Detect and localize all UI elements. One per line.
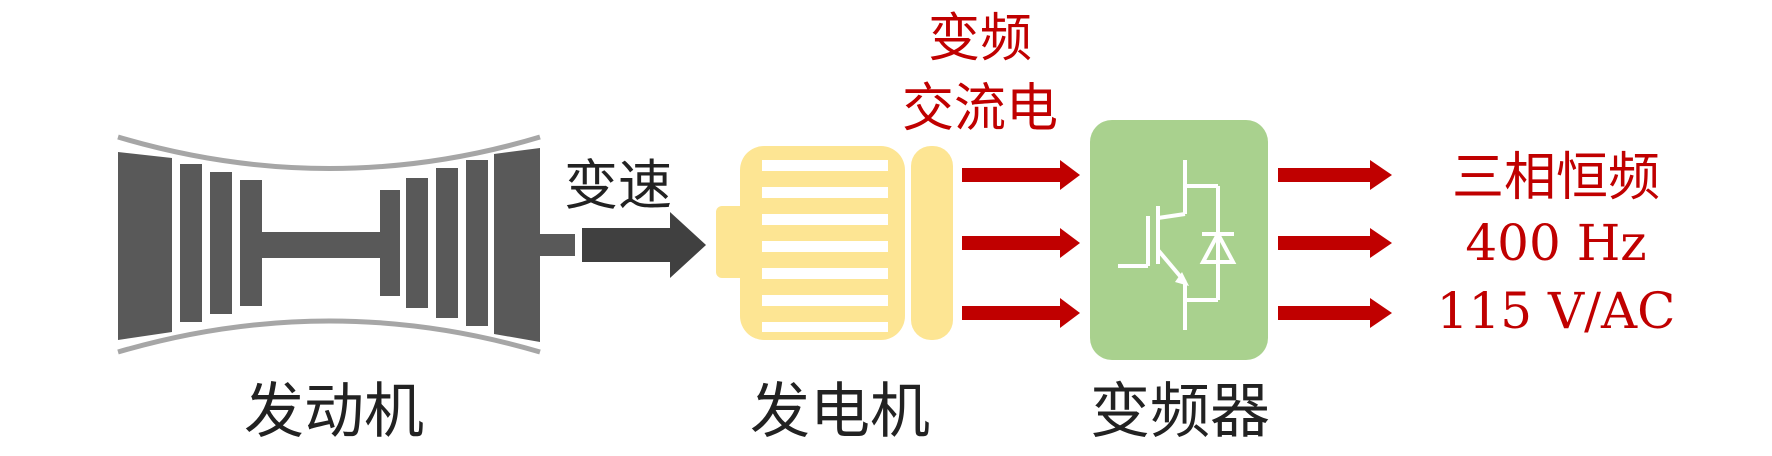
- turbine-engine-icon: [117, 134, 575, 355]
- igbt-transistor-icon: [1118, 160, 1237, 330]
- engine-casing-top: [117, 134, 541, 171]
- engine-blade: [210, 172, 232, 314]
- generator-flange: [716, 206, 746, 278]
- engine-casing-bottom: [117, 318, 541, 355]
- engine-blade: [436, 168, 458, 318]
- engine-label: 发动机: [244, 377, 424, 447]
- generator-endcap: [911, 146, 953, 340]
- red-arrow: [1278, 228, 1392, 258]
- engine-exhaust: [494, 148, 540, 342]
- vf-ac-label-line2: 交流电: [902, 79, 1058, 139]
- engine-blade: [466, 160, 488, 326]
- red-arrow: [1278, 160, 1392, 190]
- engine-blade: [406, 178, 428, 308]
- generator-motor-icon: [716, 146, 953, 340]
- generator-label: 发电机: [750, 377, 930, 447]
- red-arrow: [962, 160, 1080, 190]
- red-arrow: [962, 228, 1080, 258]
- converter-box: [1090, 120, 1268, 360]
- output-label-line1: 三相恒频: [1452, 148, 1660, 208]
- vf-ac-label-line1: 变频: [928, 9, 1032, 69]
- engine-shaft: [262, 232, 380, 258]
- output-label-line2: 400 Hz: [1465, 214, 1646, 272]
- converter-label: 变频器: [1090, 377, 1270, 447]
- speed-change-label: 变速: [564, 154, 672, 217]
- engine-output-shaft: [540, 234, 575, 256]
- generator-fins: [762, 160, 888, 332]
- output-label-line3: 115 V/AC: [1437, 282, 1676, 340]
- red-arrow: [1278, 298, 1392, 328]
- red-arrow: [962, 298, 1080, 328]
- engine-inlet: [118, 152, 172, 340]
- output-arrows: [1278, 160, 1392, 328]
- engine-blade: [180, 164, 202, 322]
- igbt-arrow: [1175, 272, 1189, 286]
- engine-blade: [380, 190, 400, 296]
- engine-blade: [248, 188, 252, 298]
- vf-ac-arrows: [962, 160, 1080, 328]
- shaft-arrow: [582, 212, 706, 278]
